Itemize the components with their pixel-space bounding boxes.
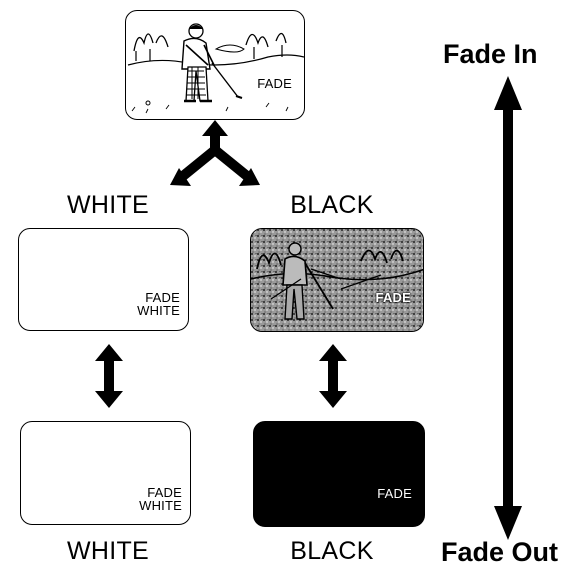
fade-black-middle-screen: FADE [250, 228, 424, 332]
fade-in-label: Fade In [443, 39, 538, 69]
fade-black-middle-label: FADE [375, 290, 411, 305]
noisy-golfer-scene [251, 229, 423, 331]
golfer-scene-illustration [127, 23, 304, 114]
white-double-arrow [95, 344, 123, 408]
fade-black-bottom-label: FADE [377, 486, 412, 501]
top-screen-label: FADE [257, 76, 292, 91]
black-bottom-caption: BLACK [290, 537, 374, 565]
fade-scale-arrow [494, 76, 522, 540]
fade-white-middle-screen: FADE WHITE [18, 228, 189, 331]
fade-label: FADE [147, 485, 182, 500]
white-label: WHITE [137, 303, 180, 318]
white-bottom-caption: WHITE [66, 537, 150, 565]
fade-out-label: Fade Out [441, 537, 559, 567]
fade-white-middle-label: FADE WHITE [137, 291, 180, 317]
top-screen: FADE [125, 10, 305, 120]
fade-black-bottom-screen: FADE [253, 421, 425, 527]
fade-white-bottom-screen: FADE WHITE [20, 421, 191, 525]
black-caption: BLACK [290, 191, 374, 219]
three-way-arrow [170, 120, 260, 186]
white-label: WHITE [139, 498, 182, 513]
fade-white-bottom-label: FADE WHITE [139, 486, 182, 512]
black-double-arrow [319, 344, 347, 408]
fade-label: FADE [145, 290, 180, 305]
white-caption: WHITE [66, 191, 150, 219]
